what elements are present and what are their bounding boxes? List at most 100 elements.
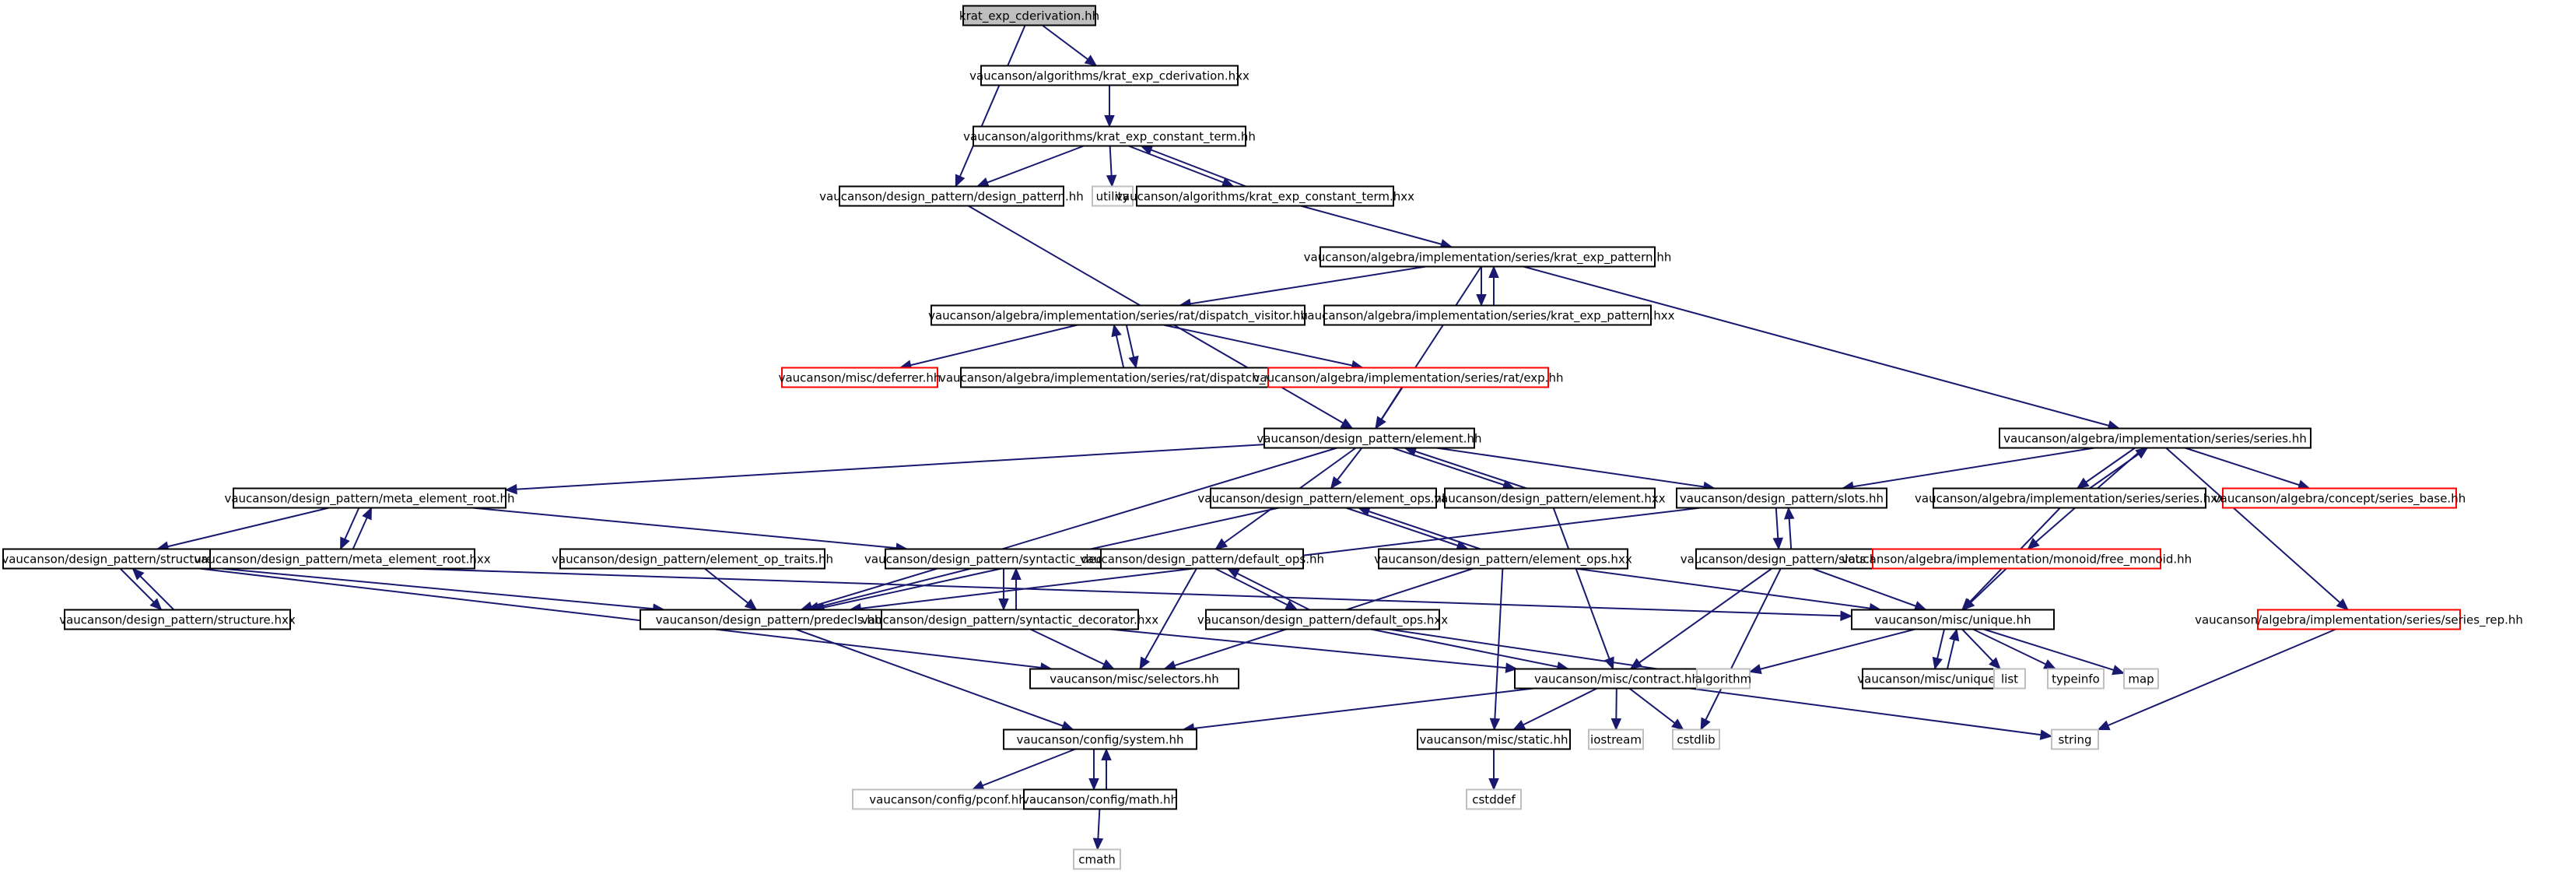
node-n47[interactable]: vaucanson/config/pconf.hh [852, 788, 1043, 810]
node-box-n25[interactable] [1100, 548, 1304, 570]
node-n18[interactable]: vaucanson/design_pattern/slots.hh [1676, 487, 1887, 509]
node-n24[interactable]: vaucanson/design_pattern/syntactic_decor… [864, 548, 1155, 570]
node-box-n18[interactable] [1676, 487, 1887, 509]
node-n45[interactable]: cstdlib [1672, 728, 1720, 750]
node-box-n8[interactable] [931, 304, 1306, 326]
node-box-n15[interactable] [233, 487, 506, 509]
node-n34[interactable]: vaucanson/algebra/implementation/series/… [2195, 609, 2523, 630]
node-box-n3[interactable] [973, 125, 1246, 147]
node-n30[interactable]: vaucanson/design_pattern/predecls.hh [640, 609, 898, 630]
node-box-n10[interactable] [781, 367, 938, 388]
node-n39[interactable]: list [1993, 668, 2026, 690]
node-box-n28[interactable] [1872, 548, 2161, 570]
node-n15[interactable]: vaucanson/design_pattern/meta_element_ro… [224, 487, 515, 509]
node-n49[interactable]: cstddef [1466, 788, 1522, 810]
node-box-n41[interactable] [2123, 668, 2159, 690]
node-box-n17[interactable] [1444, 487, 1656, 509]
node-box-n33[interactable] [1851, 609, 2055, 630]
node-box-n24[interactable] [885, 548, 1135, 570]
node-n21[interactable]: vaucanson/design_pattern/structure.hh [2, 548, 232, 570]
node-box-n37[interactable] [1696, 668, 1751, 690]
node-n50[interactable]: cmath [1073, 848, 1121, 870]
node-n10[interactable]: vaucanson/misc/deferrer.hh [779, 367, 941, 388]
node-n3[interactable]: vaucanson/algorithms/krat_exp_constant_t… [963, 125, 1256, 147]
node-n42[interactable]: vaucanson/config/system.hh [1003, 728, 1197, 750]
node-box-n30[interactable] [640, 609, 898, 630]
node-box-n36[interactable] [1514, 668, 1719, 690]
arrowhead-n14-n34 [2336, 598, 2349, 611]
node-n31[interactable]: vaucanson/design_pattern/syntactic_decor… [861, 609, 1158, 630]
node-n7[interactable]: vaucanson/algebra/implementation/series/… [1304, 246, 1672, 268]
node-n33[interactable]: vaucanson/misc/unique.hh [1851, 609, 2055, 630]
node-n17[interactable]: vaucanson/design_pattern/element.hxx [1434, 487, 1666, 509]
node-box-n42[interactable] [1003, 728, 1197, 750]
node-box-n32[interactable] [1205, 609, 1440, 630]
node-box-n34[interactable] [2257, 609, 2461, 630]
edge-n17-n36 [1552, 507, 1614, 669]
node-n5[interactable]: utility [1092, 185, 1134, 207]
node-n40[interactable]: typeinfo [2047, 668, 2105, 690]
node-box-n49[interactable] [1466, 788, 1522, 810]
node-n11[interactable]: vaucanson/algebra/implementation/series/… [939, 367, 1325, 388]
node-n23[interactable]: vaucanson/design_pattern/element_op_trai… [552, 548, 833, 570]
node-n6[interactable]: vaucanson/algorithms/krat_exp_constant_t… [1116, 185, 1414, 207]
node-box-n29[interactable] [64, 609, 291, 630]
node-n13[interactable]: vaucanson/design_pattern/element.hh [1256, 427, 1482, 449]
node-box-n50[interactable] [1073, 848, 1121, 870]
node-box-n4[interactable] [839, 185, 1064, 207]
node-box-n19[interactable] [1933, 487, 2206, 509]
arrowhead-n48-n50 [1092, 837, 1104, 851]
node-box-n48[interactable] [1023, 788, 1177, 810]
node-n2[interactable]: vaucanson/algorithms/krat_exp_cderivatio… [969, 65, 1249, 86]
node-box-n31[interactable] [881, 609, 1139, 630]
node-n27[interactable]: vaucanson/design_pattern/slots.hxx [1681, 548, 1891, 570]
node-box-n12[interactable] [1267, 367, 1549, 388]
node-n36[interactable]: vaucanson/misc/contract.hh [1514, 668, 1719, 690]
node-box-n2[interactable] [980, 65, 1239, 86]
node-box-n43[interactable] [1417, 728, 1571, 750]
node-box-n14[interactable] [1999, 427, 2311, 449]
node-box-n22[interactable] [209, 548, 475, 570]
node-n12[interactable]: vaucanson/algebra/implementation/series/… [1253, 367, 1564, 388]
node-n4[interactable]: vaucanson/design_pattern/design_pattern.… [819, 185, 1084, 207]
node-n28[interactable]: vaucanson/algebra/implementation/monoid/… [1842, 548, 2192, 570]
node-box-n5[interactable] [1092, 185, 1134, 207]
node-box-n7[interactable] [1320, 246, 1656, 268]
node-box-n45[interactable] [1672, 728, 1720, 750]
node-n38[interactable]: vaucanson/misc/unique.hxx [1857, 668, 2020, 690]
node-n14[interactable]: vaucanson/algebra/implementation/series/… [1999, 427, 2311, 449]
node-n48[interactable]: vaucanson/config/math.hh [1022, 788, 1178, 810]
node-n32[interactable]: vaucanson/design_pattern/default_ops.hxx [1197, 609, 1448, 630]
node-box-n13[interactable] [1263, 427, 1475, 449]
node-box-n6[interactable] [1136, 185, 1394, 207]
node-n16[interactable]: vaucanson/design_pattern/element_ops.hh [1197, 487, 1449, 509]
node-label-n44: iostream [1590, 733, 1642, 747]
node-n46[interactable]: string [2051, 728, 2099, 750]
node-n20[interactable]: vaucanson/algebra/concept/series_base.hh [2213, 487, 2466, 509]
node-box-n35[interactable] [1029, 668, 1239, 690]
node-box-n20[interactable] [2222, 487, 2457, 509]
node-n25[interactable]: vaucanson/design_pattern/default_ops.hh [1080, 548, 1324, 570]
node-box-n39[interactable] [1993, 668, 2026, 690]
node-box-n26[interactable] [1378, 548, 1628, 570]
node-box-n1[interactable] [962, 5, 1096, 26]
node-box-n9[interactable] [1323, 304, 1652, 326]
node-n26[interactable]: vaucanson/design_pattern/element_ops.hxx [1374, 548, 1632, 570]
node-n22[interactable]: vaucanson/design_pattern/meta_element_ro… [194, 548, 491, 570]
node-n44[interactable]: iostream [1588, 728, 1644, 750]
edge-n34-n46 [2098, 628, 2336, 731]
node-n9[interactable]: vaucanson/algebra/implementation/series/… [1301, 304, 1675, 326]
node-n29[interactable]: vaucanson/design_pattern/structure.hxx [59, 609, 296, 630]
node-box-n16[interactable] [1210, 487, 1437, 509]
node-n37[interactable]: algorithm [1695, 668, 1751, 690]
node-n8[interactable]: vaucanson/algebra/implementation/series/… [928, 304, 1308, 326]
node-n35[interactable]: vaucanson/misc/selectors.hh [1029, 668, 1239, 690]
node-box-n23[interactable] [559, 548, 825, 570]
node-n19[interactable]: vaucanson/algebra/implementation/series/… [1915, 487, 2224, 509]
node-box-n44[interactable] [1588, 728, 1644, 750]
node-box-n40[interactable] [2047, 668, 2105, 690]
node-n43[interactable]: vaucanson/misc/static.hh [1417, 728, 1571, 750]
node-box-n46[interactable] [2051, 728, 2099, 750]
node-n1[interactable]: krat_exp_cderivation.hh [959, 5, 1099, 26]
node-n41[interactable]: map [2123, 668, 2159, 690]
